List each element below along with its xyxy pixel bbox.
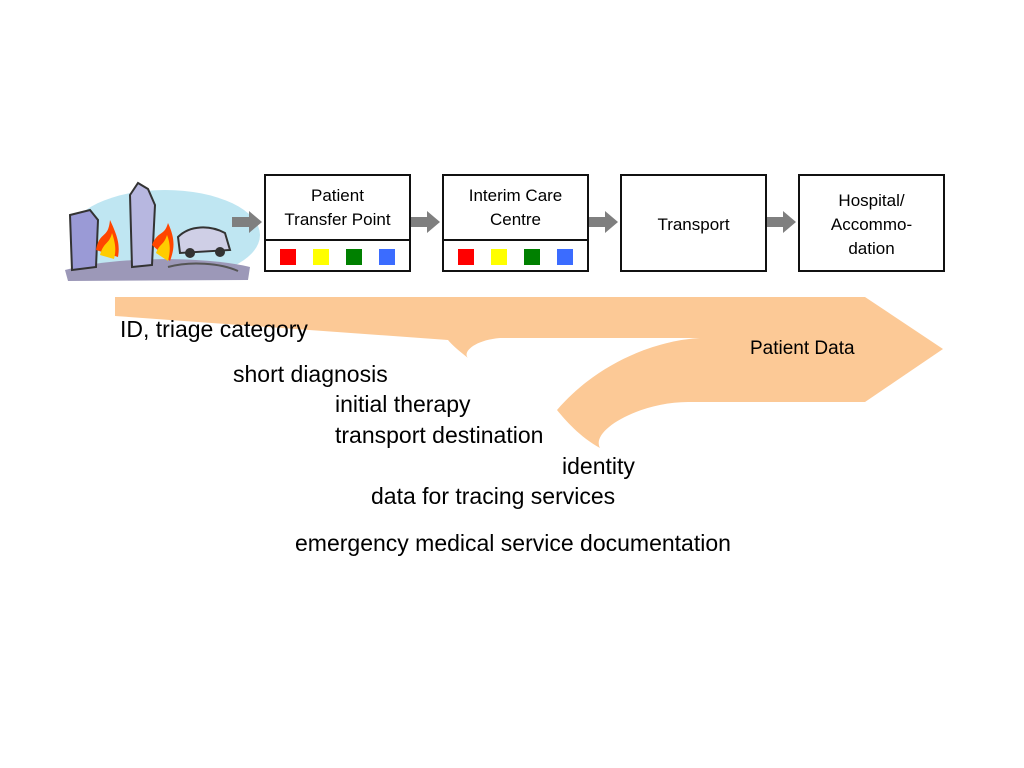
triage-swatches (266, 241, 409, 272)
triage-blue-swatch (556, 248, 573, 265)
stage-label: Hospital/ Accommo- dation (830, 191, 913, 258)
triage-red-swatch (280, 248, 297, 265)
stage-hospital: Hospital/ Accommo- dation (798, 174, 945, 272)
data-item-identity: identity (562, 453, 635, 479)
stage-transport: Transport (620, 174, 767, 272)
data-item-initial-therapy: initial therapy (335, 391, 471, 417)
data-item-transport-destination: transport destination (335, 422, 544, 448)
triage-blue-swatch (378, 248, 395, 265)
disaster-scene-icon (65, 181, 260, 281)
data-item-short-diagnosis: short diagnosis (233, 361, 388, 387)
stage-patient-transfer-point: Patient Transfer Point (264, 174, 411, 272)
triage-yellow-swatch (491, 248, 508, 265)
triage-swatches (444, 241, 587, 272)
stage-label: Transport (657, 215, 730, 234)
flow-arrow-to-ptp (232, 211, 262, 233)
triage-green-swatch (345, 248, 362, 265)
flow-arrow-to-transport (588, 211, 618, 233)
data-item-tracing: data for tracing services (371, 483, 616, 509)
stage-label: Patient Transfer Point (284, 186, 391, 229)
stage-divider (266, 239, 409, 241)
flow-arrow-to-icc (410, 211, 440, 233)
stage-interim-care-centre: Interim Care Centre (442, 174, 589, 272)
band-main-arrow (115, 297, 943, 448)
flow-arrow-to-hospital (766, 211, 796, 233)
patient-data-label: Patient Data (750, 338, 855, 359)
triage-green-swatch (523, 248, 540, 265)
stage-divider (444, 239, 587, 241)
triage-red-swatch (458, 248, 475, 265)
stage-label: Interim Care Centre (468, 186, 563, 229)
data-item-ems-documentation: emergency medical service documentation (295, 530, 731, 556)
triage-yellow-swatch (313, 248, 330, 265)
data-item-id-triage: ID, triage category (120, 316, 308, 342)
